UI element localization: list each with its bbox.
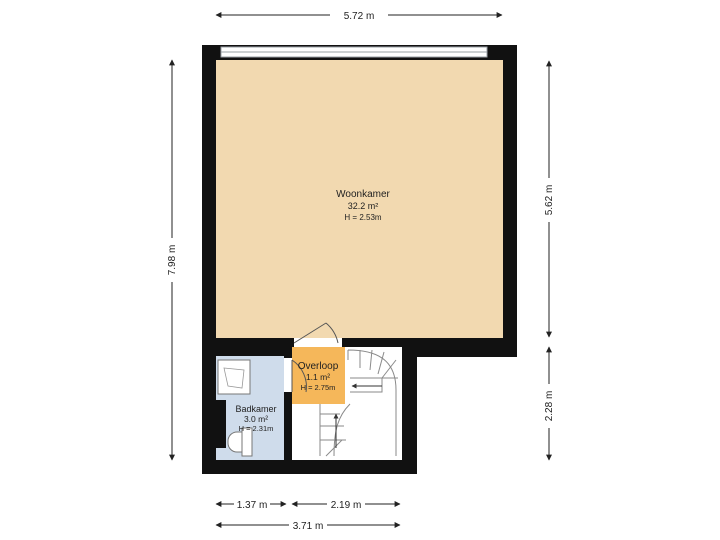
dimension-label: 5.72 m bbox=[344, 11, 375, 22]
shower-icon bbox=[217, 359, 251, 395]
label-woonkamer: Woonkamer 32.2 m² H = 2.53m bbox=[336, 189, 390, 222]
room-woonkamer bbox=[216, 60, 503, 338]
dimension-label: 2.28 m bbox=[544, 391, 555, 422]
dimension-label: 2.19 m bbox=[331, 500, 362, 511]
dimension-right-upper: 5.62 m bbox=[542, 60, 556, 338]
dimension-label: 5.62 m bbox=[544, 185, 555, 216]
label-overloop: Overloop 1.1 m² H = 2.75m bbox=[298, 361, 339, 392]
room-name: Badkamer bbox=[235, 404, 276, 414]
dimension-label: 7.98 m bbox=[167, 245, 178, 276]
dimension-label: 3.71 m bbox=[293, 521, 324, 532]
door bbox=[284, 358, 307, 393]
room-name: Overloop bbox=[298, 361, 339, 372]
room-overloop bbox=[292, 347, 345, 404]
room-area: 1.1 m² bbox=[306, 372, 330, 382]
window bbox=[220, 46, 488, 58]
staircase bbox=[319, 349, 398, 457]
door bbox=[293, 322, 342, 347]
dimension-bottom-total: 3.71 m bbox=[215, 518, 401, 532]
label-badkamer: Badkamer 3.0 m² H = 2.31m bbox=[235, 404, 276, 433]
dimension-top-width: 5.72 m bbox=[215, 8, 503, 22]
room-height: H = 2.75m bbox=[301, 383, 336, 392]
dimension-right-lower: 2.28 m bbox=[542, 346, 556, 461]
interior-wall bbox=[284, 347, 292, 460]
room-height: H = 2.31m bbox=[239, 424, 274, 433]
room-height: H = 2.53m bbox=[344, 213, 381, 222]
room-stairs bbox=[345, 347, 402, 460]
interior-wall bbox=[216, 400, 226, 448]
dimension-bottom-mid: 2.19 m bbox=[291, 497, 401, 511]
room-area: 32.2 m² bbox=[348, 201, 379, 211]
dimension-label: 1.37 m bbox=[237, 500, 268, 511]
toilet-icon bbox=[227, 427, 253, 457]
room-name: Woonkamer bbox=[336, 189, 390, 200]
room-area: 3.0 m² bbox=[244, 414, 268, 424]
dimension-left-total: 7.98 m bbox=[164, 59, 178, 461]
dimension-bottom-left: 1.37 m bbox=[215, 497, 287, 511]
